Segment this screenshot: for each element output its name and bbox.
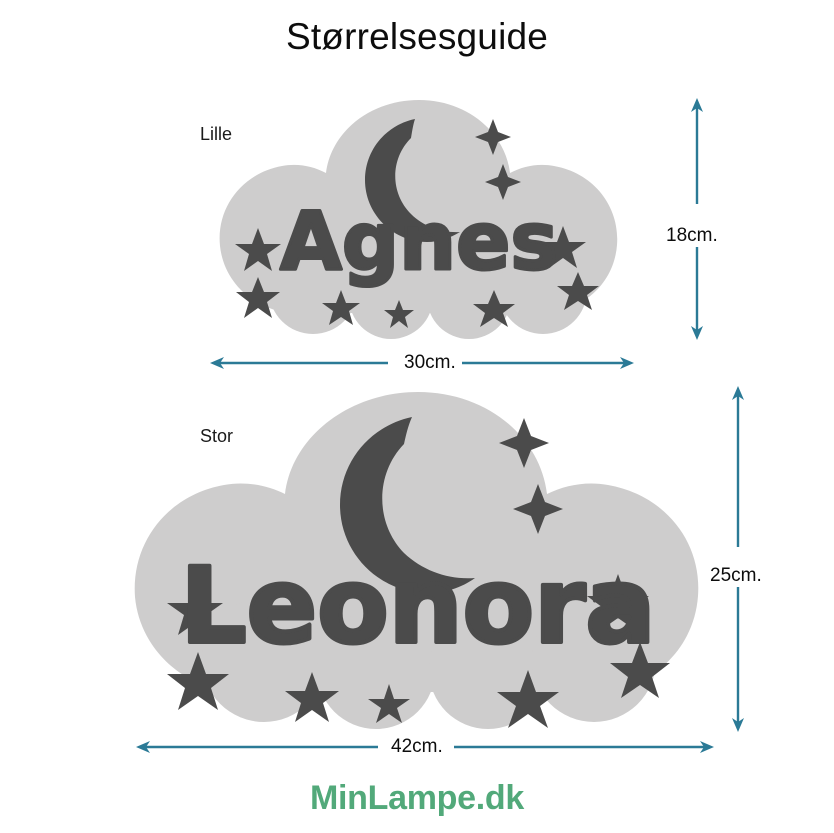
star-icon [322,290,360,325]
brand-logo[interactable]: MinLampe.dk [310,779,524,817]
star-icon [285,672,339,722]
size-label-large: Stor [200,426,234,446]
sparkle-icon [485,164,521,200]
sparkle-icon [499,418,549,468]
plaque-name-large: Leonora [180,545,655,667]
size-label-small: Lille [200,124,233,144]
star-icon [557,272,599,310]
moon-icon [340,417,475,593]
star-icon [610,642,670,698]
dimension-arrow-width-large [134,734,716,760]
dimension-arrow-height-small [676,96,718,342]
star-icon [497,670,559,728]
star-icon [368,684,410,723]
cloud-plaque-small[interactable]: Agnes [205,94,633,346]
star-icon [167,652,229,710]
dimension-arrow-width-small [208,350,636,376]
dimension-label-height-large: 25cm. [704,565,768,587]
dimension-label-width-large: 42cm. [385,736,449,758]
star-icon [587,574,649,632]
dimension-arrow-height-large [716,384,760,734]
star-icon [384,300,414,328]
star-icon [167,583,223,635]
dimension-label-height-small: 18cm. [660,225,724,247]
cloud-plaque-large[interactable]: Leonora [112,384,724,738]
moon-icon [365,119,460,242]
dimension-label-width-small: 30cm. [398,352,462,374]
star-icon [540,226,586,268]
plaque-name-small: Agnes [280,195,558,288]
star-icon [236,277,280,318]
cloud-shape-small [219,100,618,339]
star-icon [235,228,281,271]
sparkle-icon [513,484,563,534]
sparkle-icon [475,119,511,155]
star-icon [473,290,515,327]
page-title: Størrelsesguide [285,16,549,57]
